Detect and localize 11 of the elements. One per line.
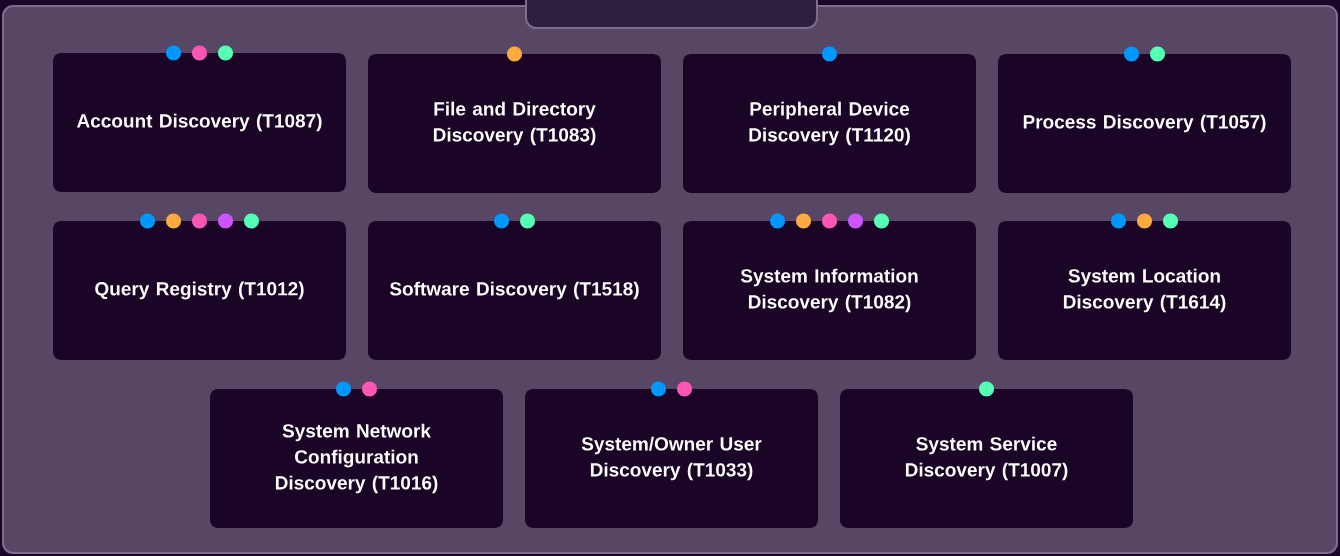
technique-card: System Information Discovery (T1082) <box>683 221 976 360</box>
technique-card: System/Owner User Discovery (T1033) <box>525 389 818 528</box>
technique-card: Account Discovery (T1087) <box>53 53 346 192</box>
technique-card: File and Directory Discovery (T1083) <box>368 54 661 193</box>
technique-card: System Service Discovery (T1007) <box>840 389 1133 528</box>
technique-card: System Location Discovery (T1614) <box>998 221 1291 360</box>
technique-card: Peripheral Device Discovery (T1120) <box>683 54 976 193</box>
technique-card: Query Registry (T1012) <box>53 221 346 360</box>
technique-card: System Network Configuration Discovery (T1016) <box>210 389 503 528</box>
technique-card: Software Discovery (T1518) <box>368 221 661 360</box>
technique-card: Process Discovery (T1057) <box>998 54 1291 193</box>
